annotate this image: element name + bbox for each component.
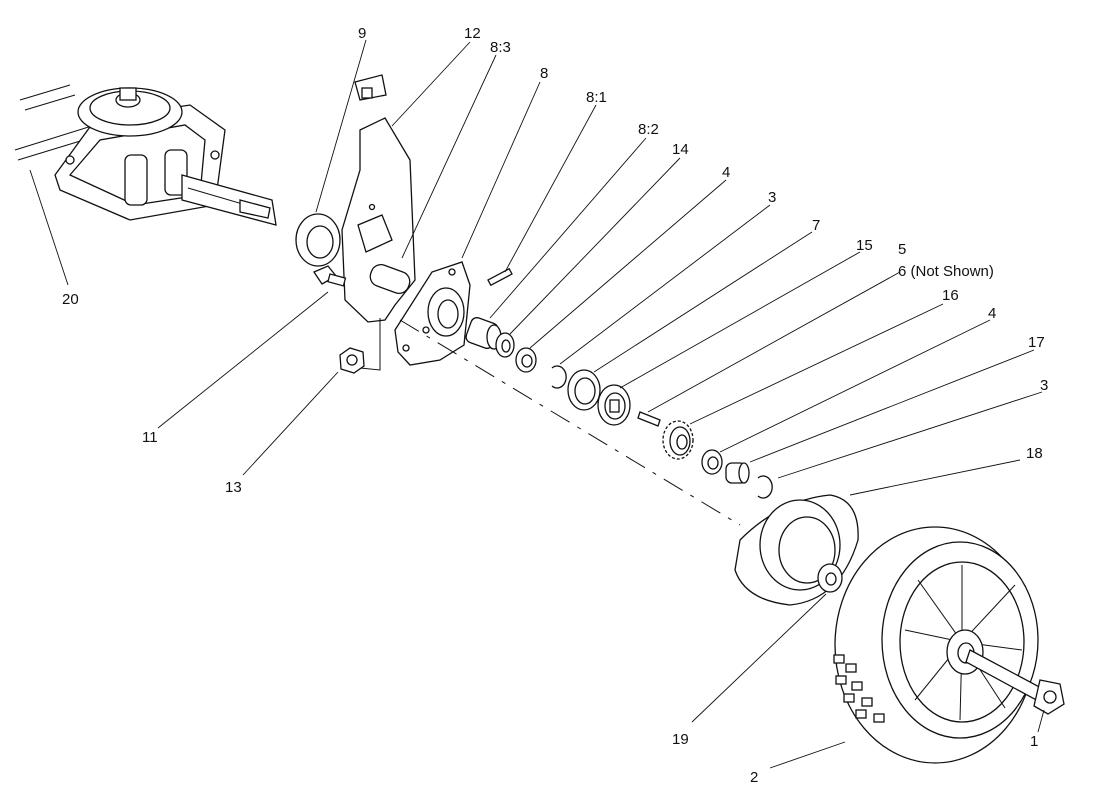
label-part-2: 2 [750,769,758,786]
label-part-20: 20 [62,291,79,308]
part-15-bearing [597,384,631,426]
part-1-axle-bolt [965,649,1065,715]
label-part-4-b: 4 [988,305,996,322]
label-part-9: 9 [358,25,366,42]
label-part-8-1: 8:1 [586,89,607,106]
part-3-clip-b [757,475,773,499]
part-8-1-grease-fitting [487,267,513,287]
part-13-nut [339,347,365,374]
label-part-6: 6 (Not Shown) [898,263,994,280]
label-part-8-2: 8:2 [638,121,659,138]
label-part-3-b: 3 [1040,377,1048,394]
label-part-18: 18 [1026,445,1043,462]
label-part-5: 5 [898,241,906,258]
label-part-14: 14 [672,141,689,158]
label-part-3-a: 3 [768,189,776,206]
label-part-13: 13 [225,479,242,496]
part-17-spacer [725,462,750,484]
label-part-12: 12 [464,25,481,42]
label-part-16: 16 [942,287,959,304]
transmission-assembly [14,84,277,226]
part-16-gear [662,420,694,460]
label-part-17: 17 [1028,334,1045,351]
part-11-bolt [313,265,347,287]
label-part-4-a: 4 [722,164,730,181]
part-14-washer [495,332,515,358]
part-7-bearing [567,369,601,411]
part-2-wheel [833,526,1039,764]
part-18-wheel-cover [734,494,859,606]
label-part-15: 15 [856,237,873,254]
part-3-clip-a [551,365,567,389]
label-part-1: 1 [1030,733,1038,750]
axle-centerline [399,319,741,526]
callout-labels: 9 12 8:3 8 8:1 8:2 14 4 3 7 15 5 6 (Not … [62,25,1048,786]
part-8-housing [369,261,471,366]
part-5-key [637,411,661,427]
label-part-7: 7 [812,217,820,234]
label-part-19: 19 [672,731,689,748]
label-part-8-3: 8:3 [490,39,511,56]
part-4-washer-a [515,347,537,373]
label-part-8: 8 [540,65,548,82]
label-part-11: 11 [142,429,158,446]
part-9-seal [295,213,341,267]
part-4-washer-b [701,449,723,475]
leader-lines [29,39,1045,769]
part-19-washer [817,563,843,593]
